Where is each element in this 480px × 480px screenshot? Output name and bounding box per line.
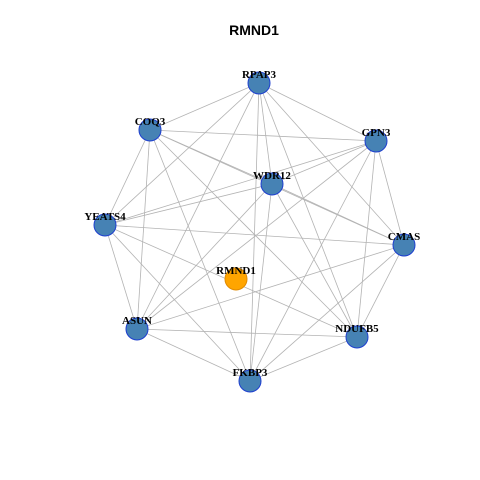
edge-gpn3-yeats4 — [104, 140, 377, 226]
node-ndufb5: NDUFB5 — [335, 323, 379, 349]
edge-wdr12-yeats4 — [104, 183, 273, 226]
edge-rpap3-coq3 — [149, 82, 260, 131]
edge-yeats4-fkbp3 — [104, 224, 251, 382]
node-label-fkbp3: FKBP3 — [233, 367, 268, 379]
edge-cmas-fkbp3 — [249, 244, 405, 382]
edge-ndufb5-fkbp3 — [249, 336, 358, 382]
node-wdr12: WDR12 — [253, 170, 291, 196]
edge-gpn3-wdr12 — [271, 140, 377, 185]
node-label-asun: ASUN — [122, 315, 152, 327]
node-circle-ndufb5 — [345, 325, 369, 349]
edge-gpn3-ndufb5 — [356, 140, 377, 338]
node-asun: ASUN — [122, 315, 152, 341]
node-circle-rmnd1 — [224, 267, 248, 291]
node-circle-gpn3 — [364, 129, 388, 153]
edge-coq3-gpn3 — [149, 129, 377, 142]
node-coq3: COQ3 — [135, 116, 166, 142]
node-label-cmas: CMAS — [388, 231, 420, 243]
diagram-title: RMND1 — [229, 22, 279, 38]
edge-gpn3-cmas — [375, 140, 405, 246]
edge-layer — [104, 82, 405, 382]
node-label-gpn3: GPN3 — [362, 127, 391, 139]
node-circle-fkbp3 — [238, 369, 262, 393]
node-circle-asun — [125, 317, 149, 341]
edge-rpap3-yeats4 — [104, 82, 260, 226]
node-label-rpap3: RPAP3 — [242, 69, 277, 81]
node-circle-wdr12 — [260, 172, 284, 196]
edge-rpap3-ndufb5 — [258, 82, 358, 338]
edge-coq3-fkbp3 — [149, 129, 251, 382]
edge-rpap3-cmas — [258, 82, 405, 246]
node-yeats4: YEATS4 — [84, 211, 126, 237]
edge-wdr12-asun — [136, 183, 273, 330]
node-circle-cmas — [392, 233, 416, 257]
node-cmas: CMAS — [388, 231, 420, 257]
edge-wdr12-fkbp3 — [249, 183, 273, 382]
edge-asun-fkbp3 — [136, 328, 251, 382]
edge-yeats4-asun — [104, 224, 138, 330]
node-label-rmnd1: RMND1 — [216, 265, 256, 277]
edge-wdr12-ndufb5 — [271, 183, 358, 338]
edge-cmas-asun — [136, 244, 405, 330]
node-label-yeats4: YEATS4 — [84, 211, 126, 223]
node-circle-yeats4 — [93, 213, 117, 237]
edge-gpn3-fkbp3 — [249, 140, 377, 382]
node-rmnd1: RMND1 — [216, 265, 256, 291]
edge-rpap3-wdr12 — [258, 82, 273, 185]
node-label-coq3: COQ3 — [135, 116, 166, 128]
edge-asun-ndufb5 — [136, 328, 358, 338]
edge-rpap3-asun — [136, 82, 260, 330]
node-gpn3: GPN3 — [362, 127, 391, 153]
edge-coq3-ndufb5 — [149, 129, 358, 338]
edge-coq3-yeats4 — [104, 129, 151, 226]
node-label-wdr12: WDR12 — [253, 170, 291, 182]
node-fkbp3: FKBP3 — [233, 367, 268, 393]
edge-yeats4-cmas — [104, 224, 405, 246]
node-label-ndufb5: NDUFB5 — [335, 323, 379, 335]
node-circle-rpap3 — [247, 71, 271, 95]
node-circle-coq3 — [138, 118, 162, 142]
edge-cmas-ndufb5 — [356, 244, 405, 338]
edge-rpap3-fkbp3 — [249, 82, 260, 382]
edge-coq3-asun — [136, 129, 151, 330]
node-rpap3: RPAP3 — [242, 69, 277, 95]
edge-rpap3-gpn3 — [258, 82, 377, 142]
edge-wdr12-cmas — [271, 183, 405, 246]
